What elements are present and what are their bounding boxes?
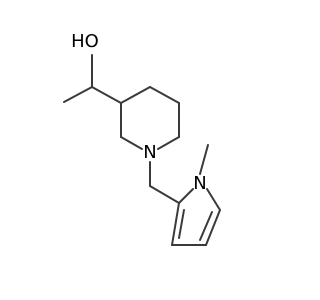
bond-ring-c4-c5 <box>149 86 180 104</box>
molecule-diagram: HO N N <box>63 31 221 246</box>
bond-ring-c6-n <box>157 136 180 150</box>
bond-methyl-carbinol <box>63 86 93 103</box>
bond-carbinol-ring <box>91 86 122 104</box>
pyrrole-nitrogen-label: N <box>193 173 206 194</box>
bond-pyrrole-n1-c5 <box>206 188 221 211</box>
bond-group <box>63 54 221 246</box>
hydroxyl-label: HO <box>71 31 99 52</box>
piperidine-nitrogen-label: N <box>143 142 156 163</box>
bond-pyrrole-c3-c2-double <box>178 209 185 239</box>
bond-pyrrole-c5-c4 <box>205 209 221 246</box>
bond-pyrrole-c3-c2 <box>171 202 180 246</box>
bond-methylene-pyrrole <box>149 185 180 204</box>
bond-ring-c3-c4 <box>120 86 151 104</box>
bond-pyrrole-n-methyl <box>199 144 209 175</box>
structure-canvas: HO N N <box>63 31 221 246</box>
bond-ring-n-c2 <box>120 136 143 150</box>
bond-pyrrole-c5-c4-double <box>199 211 213 241</box>
bond-pyrrole-c2-n1 <box>178 188 194 204</box>
